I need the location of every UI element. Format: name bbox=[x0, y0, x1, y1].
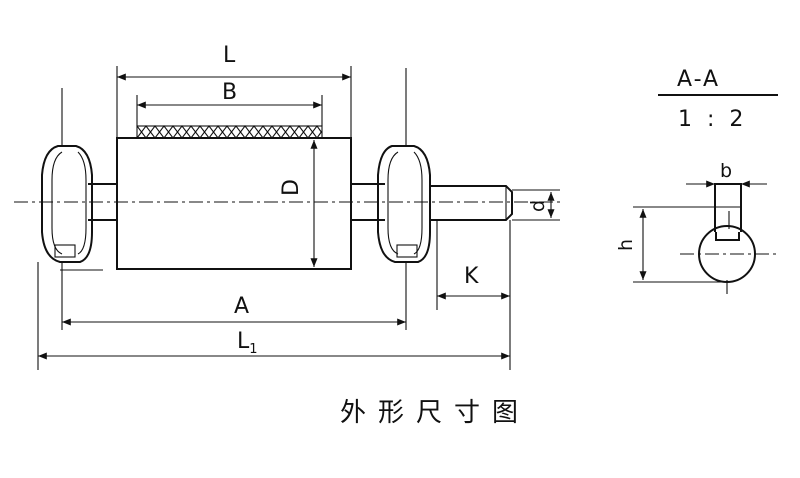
shafts bbox=[88, 183, 513, 221]
dim-label-K: K bbox=[464, 264, 479, 289]
dim-label-L1-sub: 1 bbox=[249, 342, 257, 357]
section-view-a-a: A-A 1 : 2 b h bbox=[615, 67, 778, 296]
roller-body bbox=[116, 137, 352, 270]
dim-label-L1-main: L bbox=[237, 329, 250, 354]
section-scale: 1 : 2 bbox=[678, 107, 747, 132]
dimension-lines bbox=[38, 73, 555, 360]
dim-label-L: L bbox=[223, 43, 236, 68]
dim-label-B: B bbox=[222, 80, 237, 105]
section-label-h: h bbox=[615, 239, 637, 251]
section-label-b: b bbox=[720, 160, 732, 182]
right-bearing bbox=[377, 145, 431, 263]
knurled-band bbox=[136, 125, 323, 139]
drawing-caption: 外形尺寸图 bbox=[340, 398, 531, 428]
dim-label-d: d bbox=[527, 200, 549, 212]
dim-label-A: A bbox=[234, 294, 249, 319]
dim-label-D: D bbox=[279, 179, 304, 196]
dim-label-L1: L1 bbox=[237, 329, 258, 357]
section-title: A-A bbox=[677, 67, 720, 92]
left-bearing bbox=[41, 145, 93, 263]
